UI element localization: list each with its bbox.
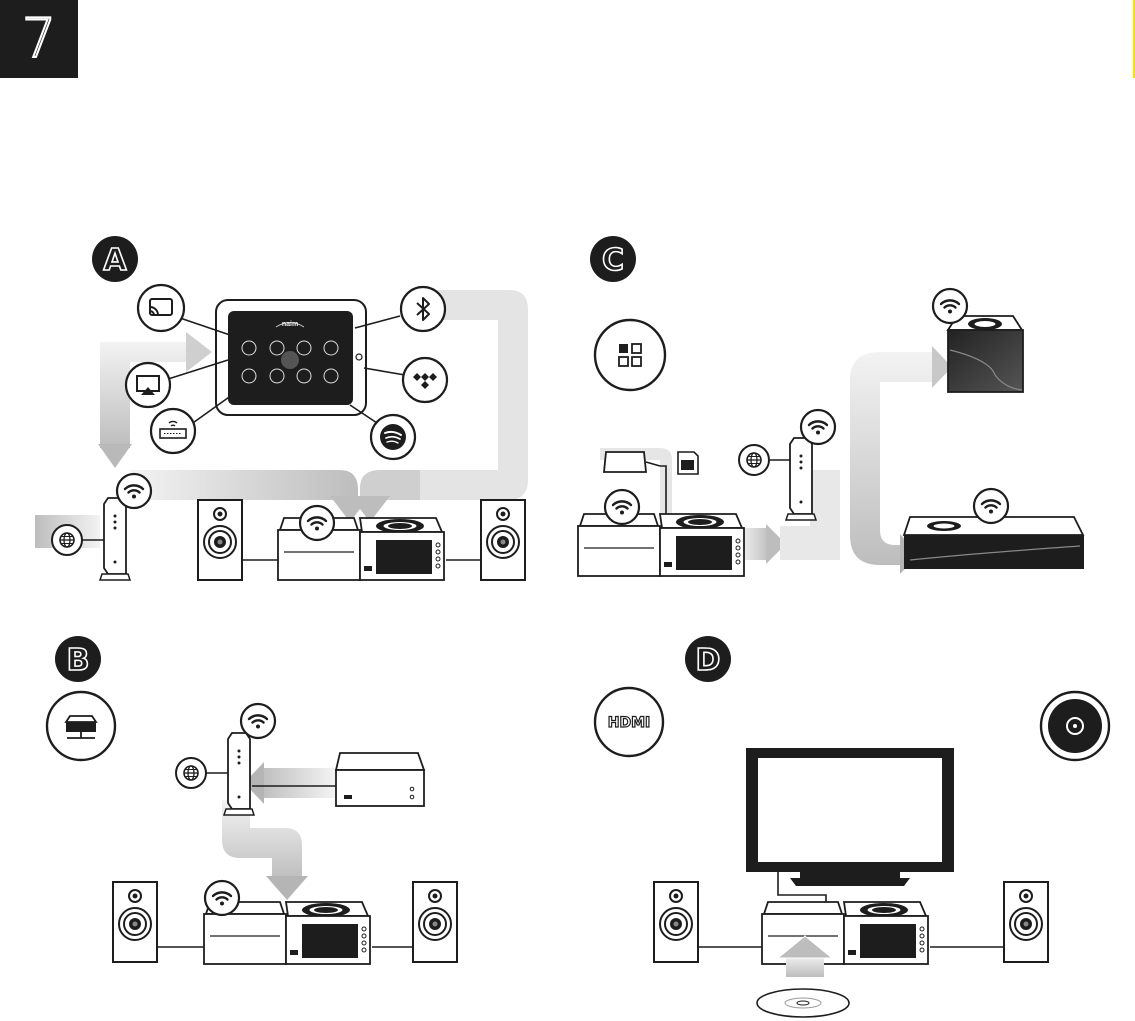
speaker-right <box>481 500 525 580</box>
network-storage-icon <box>47 692 115 760</box>
wifi-icon <box>117 474 151 508</box>
multiroom-grid-icon <box>595 320 665 390</box>
tablet: naim <box>216 300 366 415</box>
cd-icon <box>1041 692 1109 760</box>
bluetooth-icon <box>401 287 445 331</box>
wifi-icon <box>241 704 275 738</box>
panel-letter: D <box>696 643 721 678</box>
flow-arrowhead <box>98 444 132 468</box>
wifi-icon <box>933 289 967 323</box>
tablet-brand: naim <box>282 321 298 328</box>
wifi-icon <box>300 506 334 540</box>
sd-card-icon <box>678 452 698 474</box>
panel-c: C <box>578 236 1084 576</box>
tidal-icon <box>403 358 447 402</box>
wireless-speaker-cube <box>948 316 1023 392</box>
speaker-right <box>1004 882 1048 962</box>
speaker-right <box>413 882 457 962</box>
panel-b: B <box>47 636 457 964</box>
speaker-left <box>113 882 157 962</box>
panel-letter: C <box>602 243 624 278</box>
router <box>100 498 130 580</box>
wifi-icon <box>801 410 835 444</box>
panel-d: D HDMI <box>595 636 1109 1017</box>
wireless-speaker-bar <box>904 517 1084 569</box>
router <box>786 438 816 520</box>
wifi-icon <box>974 489 1008 523</box>
upnp-server-icon <box>151 409 195 453</box>
internet-globe-icon <box>176 758 206 788</box>
chromecast-icon <box>138 285 184 331</box>
internet-globe-icon <box>52 525 82 555</box>
music-system-unit <box>578 514 744 576</box>
hdmi-icon: HDMI <box>595 688 663 756</box>
internet-globe-icon <box>739 445 769 475</box>
panel-letter: A <box>103 243 127 278</box>
speaker-left <box>654 882 698 962</box>
panel-letter: B <box>67 643 90 678</box>
airplay-icon <box>126 363 170 407</box>
television <box>746 748 954 886</box>
wifi-icon <box>605 490 639 524</box>
speaker-left <box>198 500 242 580</box>
router <box>224 733 254 815</box>
compact-disc <box>757 989 849 1017</box>
wifi-icon <box>205 881 239 915</box>
spotify-icon <box>371 415 415 459</box>
hdmi-label: HDMI <box>608 715 650 731</box>
network-storage-device <box>336 753 424 806</box>
panel-a: A naim <box>35 236 528 580</box>
